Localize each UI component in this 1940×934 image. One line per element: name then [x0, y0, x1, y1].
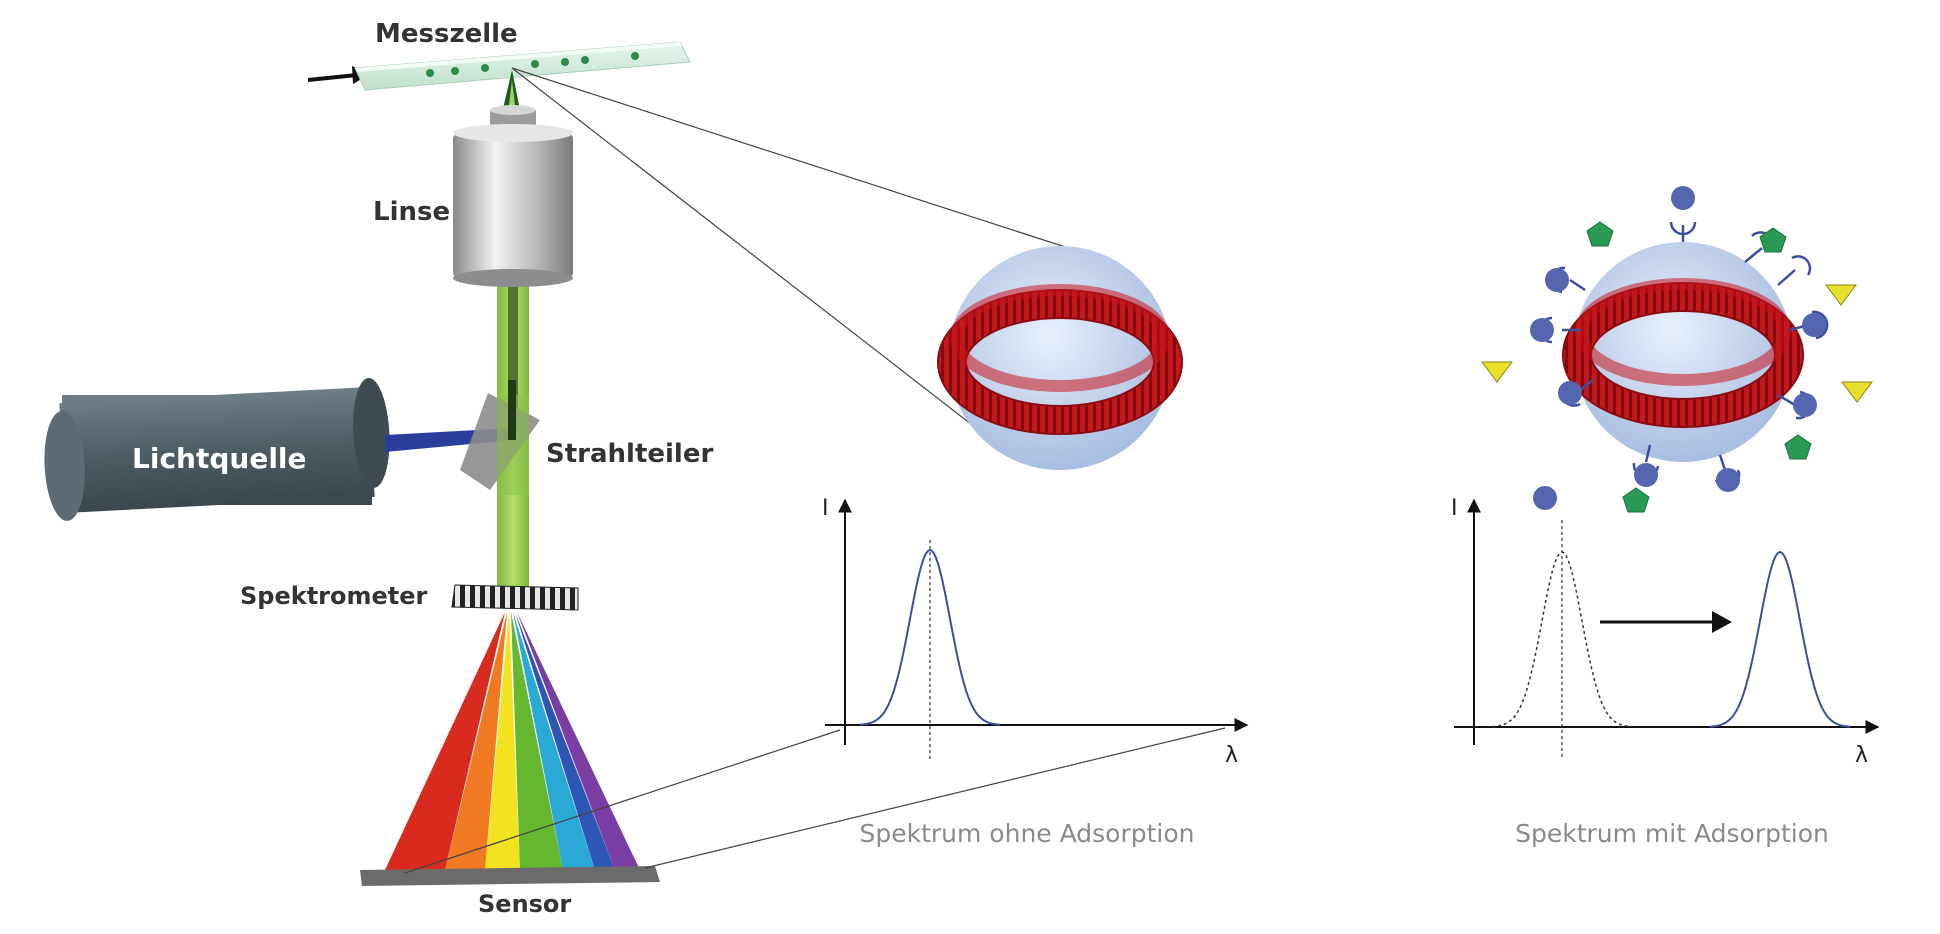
label-strahlteiler: Strahlteiler [546, 439, 713, 469]
label-linse: Linse [373, 197, 450, 227]
peak-curve [859, 548, 1001, 726]
sensor-plate [360, 866, 660, 886]
label-spektrometer: Spektrometer [240, 582, 428, 610]
x-axis-label: λ [1225, 743, 1238, 768]
label-sensor: Sensor [478, 890, 571, 918]
light-source [44, 377, 390, 521]
peak-curve-shifted [1709, 550, 1851, 728]
analyte-pentagons [1586, 221, 1812, 513]
graph-right: I λ Spektrum mit Adsorption [1451, 496, 1880, 848]
graph-left: I λ Spektrum ohne Adsorption [822, 496, 1249, 848]
arrow-right-icon [1600, 611, 1732, 633]
lens-objective [453, 105, 573, 287]
analyte-triangles [1481, 284, 1873, 403]
y-axis-label: I [1451, 496, 1458, 521]
analyte-circles [1530, 186, 1826, 510]
spectrum-fan [385, 612, 640, 870]
measurement-cell [354, 41, 691, 91]
label-messzelle: Messzelle [375, 19, 518, 49]
caption-left: Spektrum ohne Adsorption [859, 819, 1194, 848]
zoom-lines [511, 67, 1091, 436]
caption-right: Spektrum mit Adsorption [1515, 819, 1829, 848]
functionalized-microsphere [1481, 186, 1873, 513]
x-axis-label: λ [1855, 743, 1868, 768]
peak-curve-original [1491, 551, 1633, 728]
spectrometer-grating [451, 584, 579, 611]
label-lichtquelle: Lichtquelle [132, 442, 307, 475]
y-axis-label: I [822, 496, 829, 521]
microsphere-resonator [937, 246, 1183, 470]
sensor-to-graph-lines [404, 727, 1226, 874]
